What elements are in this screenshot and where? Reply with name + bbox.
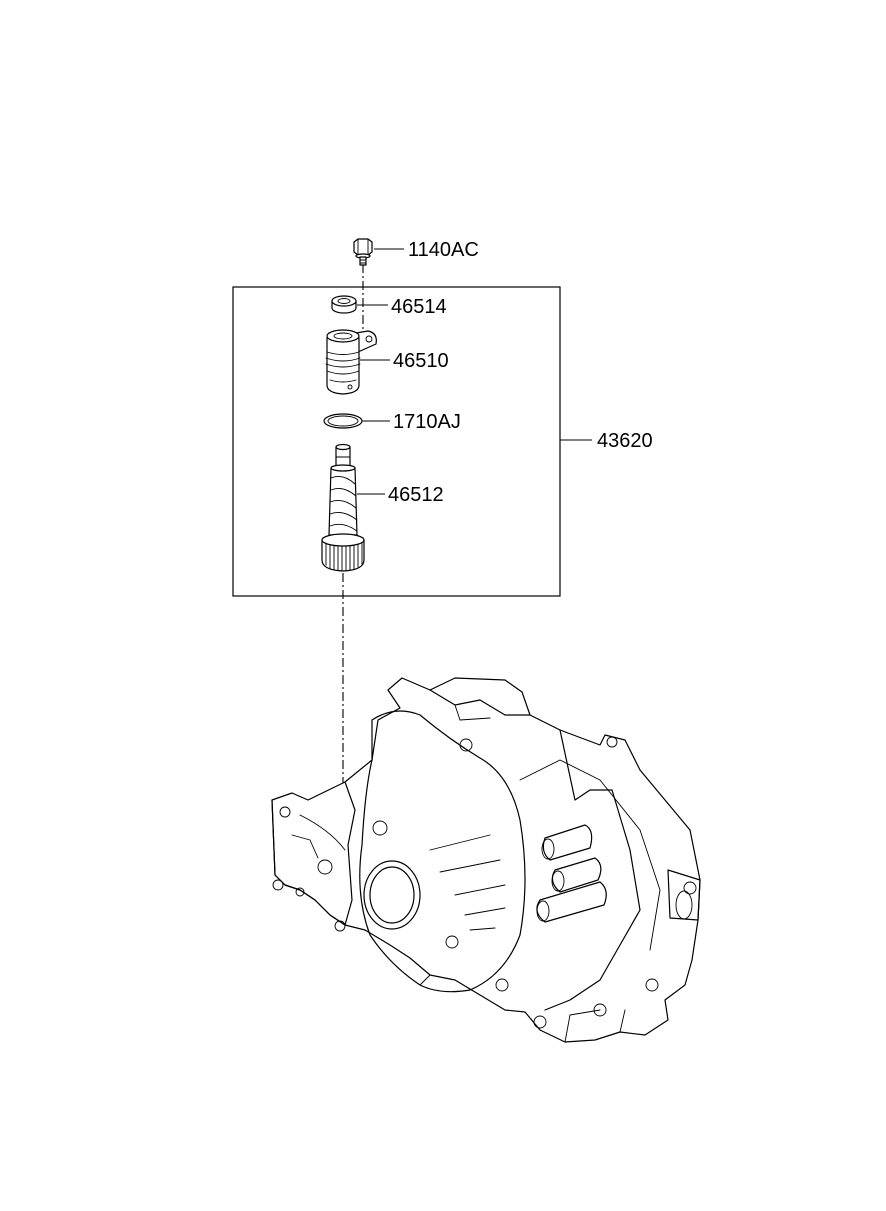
assembly-part-number[interactable]: 43620 <box>597 430 653 452</box>
sleeve-part-number[interactable]: 46510 <box>393 350 449 372</box>
bolt-part-number[interactable]: 1140AC <box>408 239 479 261</box>
assembly-box <box>232 286 561 597</box>
bolt-icon[interactable] <box>353 238 373 266</box>
driven-gear-part-number[interactable]: 46512 <box>388 484 444 506</box>
transaxle-housing-icon <box>271 677 701 1043</box>
o-ring-icon[interactable] <box>323 413 363 429</box>
seal-ring-icon[interactable] <box>331 295 357 314</box>
seal-ring-part-number[interactable]: 46514 <box>391 296 447 318</box>
speedometer-sleeve-icon[interactable] <box>325 329 377 395</box>
driven-gear-icon[interactable] <box>321 443 365 572</box>
o-ring-part-number[interactable]: 1710AJ <box>393 411 461 433</box>
